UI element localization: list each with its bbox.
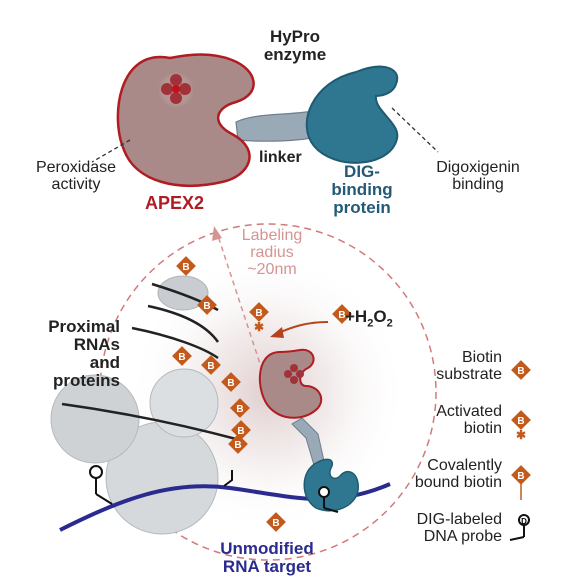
biotin-badge-letter: B [207,361,214,372]
proximal-rna-3 [131,326,219,360]
hypro-enzyme-group [91,53,439,187]
proximal-line2: RNAs [73,334,120,354]
biotin-badge-letter: B [237,426,244,437]
legend-probe-2: DNA probe [423,527,502,545]
apex2-shape [116,53,255,187]
h2o2-arrowhead [270,327,284,338]
dig-binding-protein-shape [305,65,399,164]
bound-apex2-shape [258,348,323,419]
proximal-rna-2 [147,304,220,343]
dig-label-line1: DIG- [344,162,380,181]
biotin-badge: B [228,434,248,454]
labeling-line1: Labeling [241,227,303,244]
biotin-badge: B [231,420,251,440]
proximal-label: Proximal RNAs and proteins [20,318,120,389]
active-site-icon [161,74,191,104]
dig-label-line2: binding [331,179,393,199]
biotin-badge-letter: B [236,404,243,415]
protein-blob-medium [50,374,140,464]
dna-probe-left [89,465,113,505]
hypro-title: HyPro enzyme [250,28,340,64]
proximal-line3: and [89,352,120,372]
biotin-badge-letter: B [178,352,185,363]
activation-star-icon: ✱ [254,320,264,334]
biotin-badge-letter: B [517,366,524,377]
legend-biotin-badge: B [511,360,531,380]
digoxigenin-label: Digoxigenin binding [418,159,538,194]
proximal-line1: Proximal [48,317,120,336]
radius-arrowhead [212,226,222,241]
legend-biotin-substrate-1: Biotin [461,349,502,366]
biotin-badge: B [176,256,196,276]
activation-star-icon: ✱ [516,428,526,442]
legend-covalent-1: Covalently [427,457,502,474]
peroxidase-label: Peroxidase activity [18,159,134,194]
legend-probe-letter: D [521,517,527,526]
hypro-title-line2: enzyme [263,44,327,64]
legend-biotin-substrate: Biotin substrate [398,349,502,384]
peroxidase-line1: Peroxidase [35,159,117,176]
legend-covalent-biotin: Covalently bound biotin [392,457,502,492]
proximal-line4: proteins [52,370,120,390]
apex2-label: APEX2 [145,193,205,213]
legend-biotin-badge: B [511,465,531,485]
biotin-badge: B [172,346,192,366]
hypro-title-line1: HyPro [269,27,321,46]
biotin-badge-letter: B [203,301,210,312]
protein-blob-small [157,275,209,311]
h2o2-o: O [373,307,387,326]
legend-probe-1: DIG-labeled [416,511,502,528]
bound-active-site-icon [284,364,304,384]
biotin-badge: B [332,304,352,324]
biotin-badge-letter: B [182,262,189,273]
biotin-badge-letter: B [517,416,524,427]
legend-icons [509,484,530,541]
dig-label-line3: protein [333,197,391,217]
labeling-radius-circle [99,223,437,561]
rna-target-line2: RNA target [222,556,312,576]
biotin-badge: B [197,295,217,315]
biotin-badge-letter: B [517,471,524,482]
protein-blob-front [149,368,219,438]
biotin-badge-letter: B [272,518,279,529]
legend-biotin-badge: B✱ [511,410,531,442]
h2o2-plus-h: +H [345,307,368,326]
linker-label: linker [259,149,302,166]
h2o2-sub1: 2 [367,317,374,330]
bound-dig-binding-shape [303,458,359,512]
digoxigenin-line1: Digoxigenin [436,159,520,176]
legend-biotin-substrate-2: substrate [436,365,502,383]
biotin-badge: B [201,355,221,375]
legend-covalent-2: bound biotin [414,473,502,491]
legend-activated-biotin: Activated biotin [398,403,502,438]
labeling-radius-label: Labeling radius ~20nm [232,227,312,278]
biotin-badge: B✱ [249,302,269,334]
peroxidase-line2: activity [51,175,101,193]
labeling-line2: radius [250,243,294,261]
rna-target-label: Unmodified RNA target [202,540,332,576]
biotin-badge: B [221,372,241,392]
bound-dna-probe [318,486,339,513]
h2o2-sub2: 2 [386,317,393,330]
labeling-scene [50,223,437,561]
legend-activated-2: biotin [463,419,502,437]
biotin-badge-letter: B [234,440,241,451]
biotin-badge-letter: B [255,308,262,319]
rna-target-line1: Unmodified [220,539,314,558]
biotin-badge: B [230,398,250,418]
dig-binding-label: DIG- binding protein [316,163,408,217]
labeling-line3: ~20nm [247,260,297,278]
legend-activated-1: Activated [436,403,502,420]
dna-probe-mid [223,470,233,487]
proximal-rna-4 [61,402,241,442]
digoxigenin-line2: binding [452,175,504,193]
biotin-badge-letter: B [227,378,234,389]
legend-dna-probe-icon [509,514,530,541]
digoxigenin-pointer [391,107,439,153]
legend-dna-probe: DIG-labeled DNA probe [398,511,502,546]
peroxidase-pointer [91,139,131,163]
biotin-badge-letter: B [338,310,345,321]
h2o2-label: +H2O2 [345,308,393,330]
